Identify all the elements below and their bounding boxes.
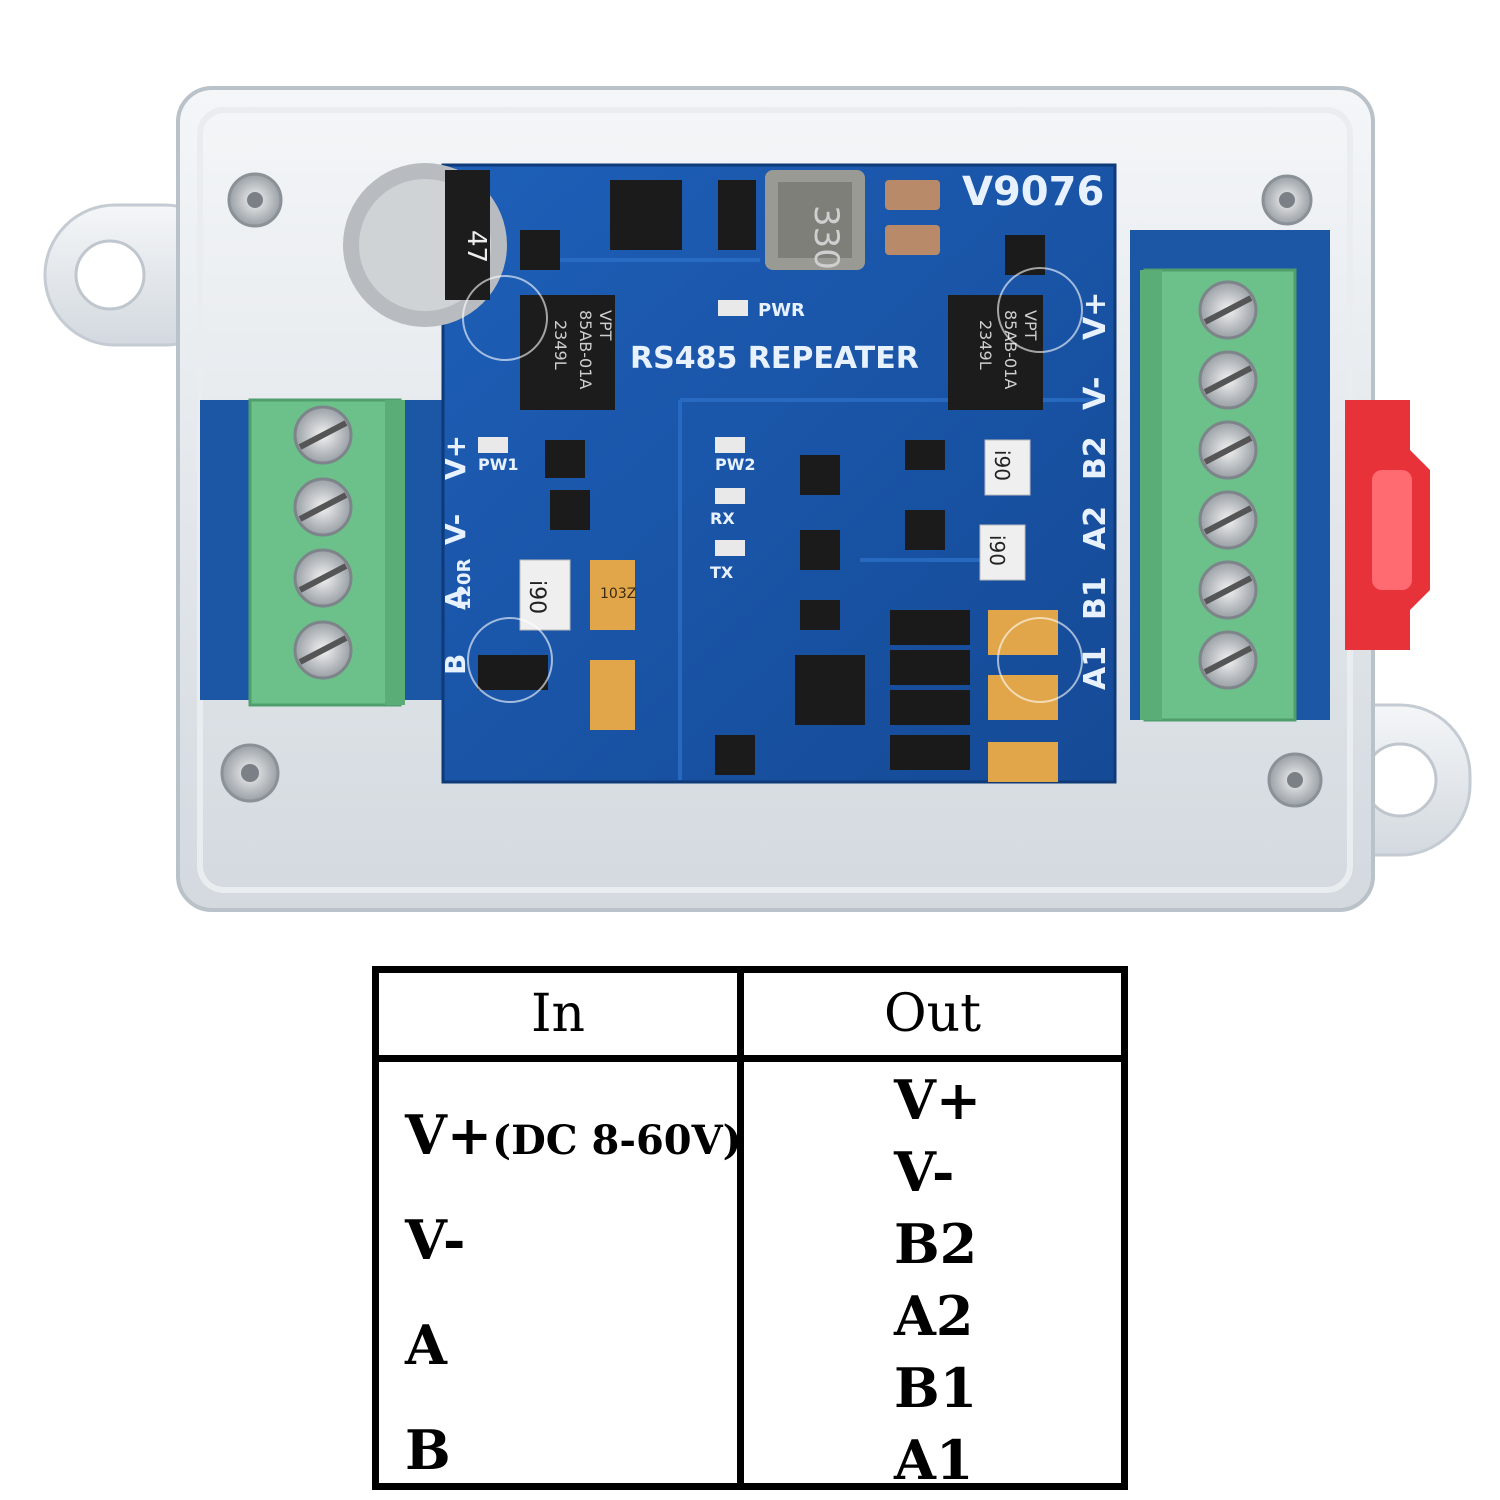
terminal-screw[interactable]	[293, 620, 353, 680]
svg-text:VPT: VPT	[1021, 310, 1040, 341]
terminal-screw[interactable]	[293, 548, 353, 608]
svg-text:B1: B1	[1078, 576, 1113, 620]
in-row-a: A	[405, 1313, 447, 1377]
svg-text:85AB-01A: 85AB-01A	[1001, 310, 1020, 389]
svg-text:V-: V-	[439, 514, 472, 545]
tvs-right-2: i90	[979, 524, 1026, 581]
terminal-screw[interactable]	[1198, 280, 1258, 340]
pinout-table: In Out V+(DC 8-60V) V- A B V+ V- B2 A2 B…	[372, 966, 1128, 1490]
svg-text:VPT: VPT	[596, 310, 615, 341]
device-photo: 47 330 V9076 PWR VPT 85AB-01A 2349L VPT …	[43, 86, 1472, 912]
terminal-screw[interactable]	[293, 477, 353, 537]
terminal-screw[interactable]	[1198, 350, 1258, 410]
svg-text:V-: V-	[1078, 377, 1113, 411]
svg-text:103Z: 103Z	[600, 586, 636, 602]
svg-text:V+: V+	[439, 435, 472, 480]
svg-text:i90: i90	[990, 450, 1014, 481]
svg-text:47: 47	[461, 230, 491, 263]
svg-text:PW1: PW1	[478, 455, 519, 474]
isolator-module-left: VPT 85AB-01A 2349L	[520, 295, 615, 410]
svg-text:PWR: PWR	[758, 300, 805, 321]
terminal-screw[interactable]	[293, 405, 353, 465]
svg-text:A2: A2	[1078, 506, 1113, 550]
svg-text:2349L: 2349L	[551, 320, 570, 370]
svg-text:V+: V+	[1078, 292, 1113, 340]
svg-text:330: 330	[806, 205, 846, 270]
terminal-screw[interactable]	[1198, 560, 1258, 620]
svg-text:2349L: 2349L	[976, 320, 995, 370]
in-row-note: (DC 8-60V)	[492, 1117, 742, 1164]
svg-text:TX: TX	[710, 563, 734, 582]
terminal-screw[interactable]	[1198, 630, 1258, 690]
output-terminal-block	[1140, 268, 1297, 722]
power-inductor: 330	[765, 170, 865, 270]
terminal-screw[interactable]	[1198, 490, 1258, 550]
out-row-a2: A2	[894, 1284, 974, 1348]
ic-top-1	[610, 180, 682, 250]
svg-text:i90: i90	[524, 580, 549, 614]
header-in: In	[530, 984, 586, 1044]
ic-top-2	[718, 180, 756, 250]
in-row-b: B	[405, 1418, 451, 1482]
svg-text:B: B	[439, 654, 472, 675]
header-out: Out	[883, 984, 982, 1044]
out-row-a1: A1	[894, 1428, 974, 1492]
case-screw-top-right	[1261, 174, 1313, 226]
input-terminal-block	[248, 398, 405, 707]
svg-text:i90: i90	[985, 535, 1009, 566]
out-row-b2: B2	[894, 1212, 978, 1276]
svg-text:120R: 120R	[454, 558, 475, 610]
in-row-vminus: V-	[405, 1208, 466, 1272]
case-screw-bottom-right	[1267, 752, 1323, 808]
din-rail-clip	[1345, 400, 1430, 650]
transceiver-ic	[795, 655, 865, 725]
out-row-vminus: V-	[894, 1140, 955, 1204]
svg-text:RX: RX	[710, 509, 735, 528]
column-divider	[737, 973, 744, 1483]
tvs-left: i90	[519, 559, 571, 631]
right-terminal-silk: V+ V- B2 A2 B1 A1	[1078, 292, 1113, 690]
svg-text:PW2: PW2	[715, 455, 756, 474]
pcb-title: RS485 REPEATER	[630, 341, 919, 376]
pcb-model-label: V9076	[962, 169, 1104, 215]
svg-text:A1: A1	[1078, 646, 1113, 690]
header-rule	[379, 1055, 1121, 1062]
svg-text:B2: B2	[1078, 436, 1113, 480]
out-row-b1: B1	[894, 1356, 978, 1420]
left-terminal-silk: V+ V- A B	[439, 435, 472, 675]
electrolytic-capacitor: 47	[343, 163, 507, 327]
terminal-screw[interactable]	[1198, 420, 1258, 480]
svg-text:A: A	[439, 588, 472, 610]
svg-text:85AB-01A: 85AB-01A	[576, 310, 595, 389]
case-screw-top-left	[227, 172, 283, 228]
tvs-right-1: i90	[984, 439, 1031, 496]
in-row-vplus: V+(DC 8-60V)	[405, 1108, 742, 1162]
isolator-module-right: VPT 85AB-01A 2349L	[948, 295, 1043, 410]
case-screw-bottom-left	[220, 743, 280, 803]
in-row-label: V+	[405, 1103, 493, 1167]
out-row-vplus: V+	[894, 1068, 982, 1132]
